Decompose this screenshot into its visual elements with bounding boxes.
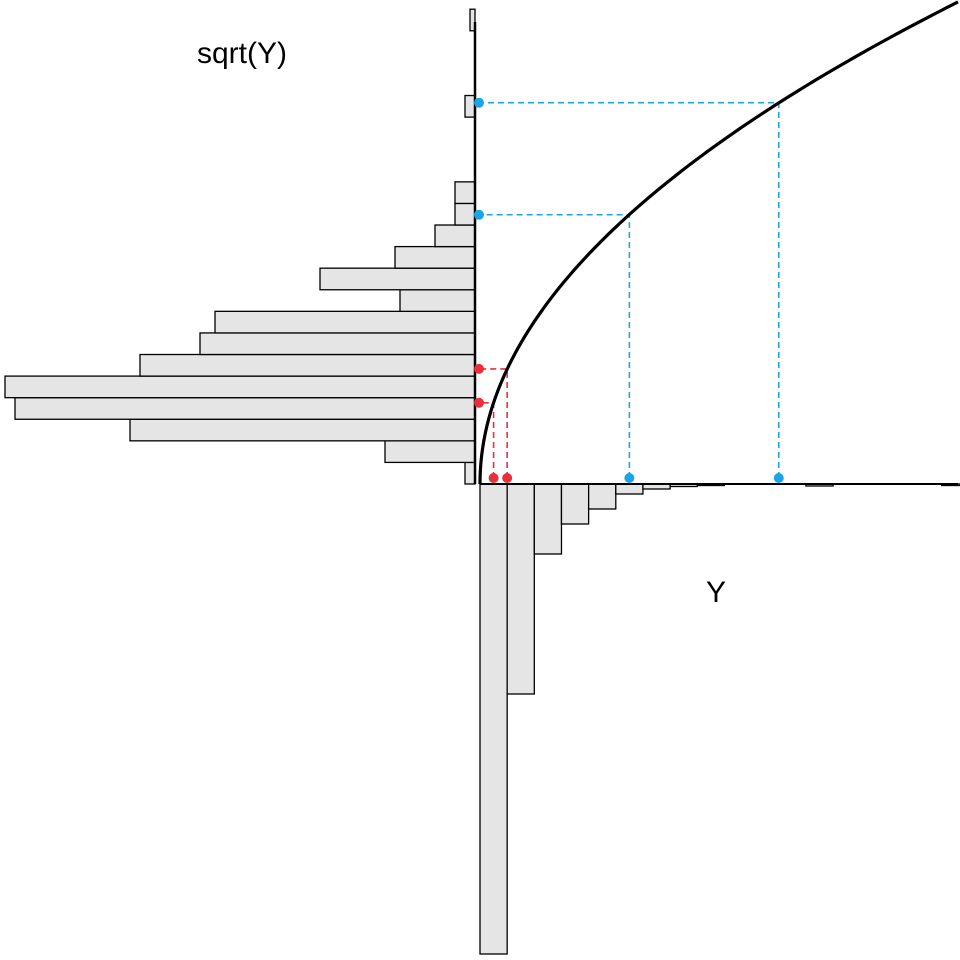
high-point-on-sqrt-axis [474, 97, 484, 108]
sqrt-hist-bar [384, 440, 476, 464]
guide-lines [479, 101, 780, 478]
sqrt-hist-bar [399, 289, 476, 312]
sqrt-hist-bar [454, 181, 476, 205]
sqrt-hist-bar [319, 267, 476, 291]
low-point-on-y-axis [502, 473, 513, 483]
y-hist-bar [560, 483, 590, 525]
y-hist-bar [533, 483, 563, 555]
sqrt-hist-bar [434, 224, 476, 248]
high-guide [479, 213, 631, 478]
sqrt-hist-bar [469, 8, 476, 32]
sqrt-hist-bar [14, 397, 476, 420]
high-point-on-sqrt-axis [474, 209, 484, 220]
sqrt-y-axis-label: sqrt(Y) [197, 37, 287, 70]
highlight-points [474, 97, 784, 483]
high-point-on-y-axis [773, 473, 784, 483]
high-point-on-y-axis [624, 473, 635, 483]
low-point-on-sqrt-axis [474, 363, 484, 374]
sqrt-hist-bar [139, 353, 476, 377]
low-point-on-sqrt-axis [474, 397, 484, 408]
sqrt-hist-bar [4, 375, 476, 399]
sqrt-y-histogram [4, 8, 476, 485]
sqrt-hist-bar [199, 332, 476, 356]
sqrt-hist-bar [464, 94, 476, 118]
y-hist-bar [615, 483, 644, 495]
y-hist-bar [506, 483, 535, 695]
y-axis-label: Y [706, 576, 726, 609]
sqrt-hist-bar [214, 310, 476, 334]
sqrt-hist-bar [464, 461, 476, 485]
y-hist-bar [479, 483, 508, 955]
y-hist-bar [587, 483, 617, 510]
sqrt-curve [478, 0, 959, 485]
sqrt-hist-bar [454, 202, 476, 226]
sqrt-hist-bar [129, 418, 476, 442]
low-point-on-y-axis [488, 473, 499, 483]
y-histogram [479, 483, 960, 955]
sqrt-hist-bar [394, 245, 476, 269]
high-guide [479, 101, 780, 478]
